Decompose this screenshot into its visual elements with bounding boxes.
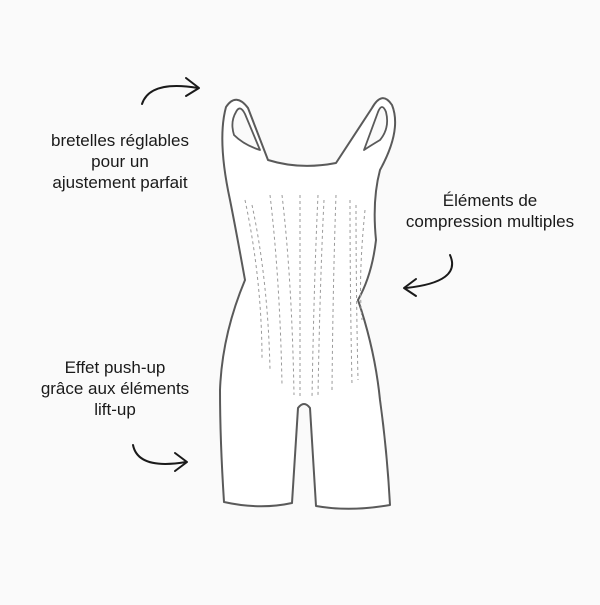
- annotation-line: pour un: [91, 152, 149, 171]
- annotation-line: Effet push-up: [64, 358, 166, 377]
- annotation-line: Éléments de: [442, 191, 538, 210]
- stitch-line: [251, 204, 271, 371]
- left-strap-cutout: [231, 107, 261, 151]
- annotation-compression: Éléments de compression multiples: [385, 190, 595, 232]
- stitch-line: [349, 199, 353, 386]
- annotation-line: compression multiples: [405, 212, 575, 231]
- curved-arrow-left-icon: [403, 254, 453, 297]
- stitch-line: [269, 194, 283, 386]
- stitch-line: [281, 194, 295, 396]
- stitch-line: [360, 209, 366, 321]
- annotation-line: ajustement parfait: [52, 173, 188, 192]
- right-strap-cutout: [363, 106, 389, 151]
- stitch-line: [355, 204, 359, 381]
- bodysuit-outline: [219, 97, 397, 510]
- stitch-line: [311, 194, 319, 399]
- stitch-line: [331, 194, 337, 391]
- annotation-line: grâce aux éléments: [40, 379, 190, 398]
- annotation-pushup: Effet push-up grâce aux éléments lift-up: [5, 357, 225, 420]
- annotation-straps: bretelles réglables pour un ajustement p…: [20, 130, 220, 193]
- stitch-line: [244, 199, 263, 361]
- annotation-line: lift-up: [94, 400, 136, 419]
- annotation-line: bretelles réglables: [51, 131, 189, 150]
- curved-arrow-right-icon: [132, 444, 188, 472]
- curved-arrow-right-icon: [141, 77, 200, 105]
- stitch-line: [317, 199, 325, 396]
- compression-stitching: [244, 194, 366, 399]
